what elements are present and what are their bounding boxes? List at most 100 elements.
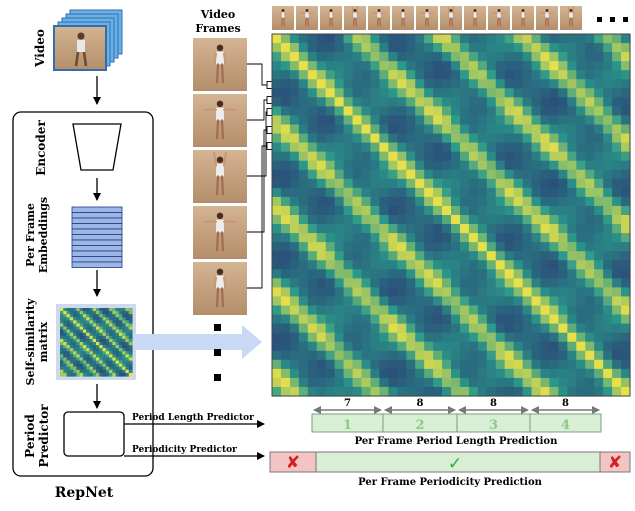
ssm-cell <box>495 133 506 144</box>
segment-length-label: 8 <box>417 398 424 409</box>
ssm-cell <box>272 278 282 288</box>
ssm-cell <box>477 359 488 370</box>
ssm-cell <box>69 363 74 368</box>
ssm-cell <box>468 61 479 71</box>
ssm-cell <box>334 242 345 252</box>
ssm-cell <box>621 88 631 98</box>
ssm-cell <box>612 314 622 325</box>
ssm-cell <box>66 369 71 374</box>
ssm-cell <box>307 178 318 189</box>
video-frame <box>193 38 247 91</box>
ssm-cell <box>459 323 470 334</box>
ssm-cell <box>603 34 613 44</box>
ssm-cell <box>125 308 130 312</box>
ssm-cell <box>433 377 443 388</box>
ssm-cell <box>89 360 94 365</box>
ssm-cell <box>343 160 354 171</box>
ssm-cell <box>66 320 71 325</box>
ssm-cell <box>513 106 524 117</box>
ssm-cell <box>289 187 300 198</box>
ssm-cell <box>504 305 515 316</box>
ssm-cell <box>102 345 107 349</box>
ssm-cell <box>540 70 551 80</box>
ssm-cell <box>334 314 345 325</box>
ssm-cell <box>433 187 443 198</box>
ssm-cell <box>594 169 604 180</box>
ssm-cell <box>307 341 318 352</box>
ssm-cell <box>612 115 622 126</box>
ssm-cell <box>397 359 407 370</box>
ssm-cell <box>334 160 345 171</box>
ssm-cell <box>531 341 542 352</box>
ssm-cell <box>109 314 113 318</box>
ssm-cell <box>549 332 559 343</box>
ssm-cell <box>63 329 68 334</box>
ssm-cell <box>105 363 110 368</box>
ssm-cell <box>522 169 533 180</box>
ssm-cell <box>76 342 81 346</box>
ssm-cell <box>63 357 68 362</box>
ssm-cell <box>109 317 113 321</box>
ssm-cell <box>361 97 372 107</box>
ssm-cell <box>477 287 488 298</box>
segment-length-label: 8 <box>562 398 569 409</box>
ssm-cell <box>272 70 282 80</box>
ssm-cell <box>96 366 100 371</box>
ssm-cell <box>352 305 363 316</box>
ssm-cell <box>486 43 497 53</box>
torso-icon <box>473 12 477 18</box>
ssm-cell <box>397 178 407 189</box>
ssm-cell <box>549 97 559 107</box>
ssm-cell <box>89 317 94 321</box>
ssm-cell <box>603 323 613 334</box>
ssm-cell <box>128 317 133 321</box>
ssm-cell <box>522 52 533 62</box>
embedding-row <box>71 212 123 219</box>
ssm-cell <box>79 372 84 377</box>
ssm-cell <box>513 305 524 316</box>
ssm-cell <box>66 308 71 312</box>
ssm-cell <box>66 311 71 315</box>
ssm-cell <box>486 196 497 207</box>
ssm-cell <box>594 224 604 234</box>
ssm-cell <box>361 287 372 298</box>
ssm-cell <box>316 169 327 180</box>
ssm-cell <box>442 386 452 397</box>
ssm-cell <box>118 317 123 321</box>
ssm-cell <box>451 187 461 198</box>
ssm-cell <box>558 133 568 144</box>
ssm-cell <box>468 34 479 44</box>
ssm-cell <box>406 178 416 189</box>
ssm-cell <box>370 106 380 117</box>
ssm-cell <box>361 205 372 216</box>
ssm-cell <box>272 341 282 352</box>
ssm-cell <box>128 314 133 318</box>
ssm-cell <box>540 269 551 279</box>
ssm-cell <box>486 224 497 234</box>
ssm-cell <box>63 320 68 325</box>
ssm-cell <box>388 205 398 216</box>
ssm-cell <box>459 151 470 162</box>
ssm-cell <box>79 369 84 374</box>
ssm-cell <box>388 187 398 198</box>
ssm-cell <box>79 317 84 321</box>
ssm-cell <box>109 326 113 331</box>
ssm-cell <box>406 368 416 379</box>
ssm-cell <box>504 260 515 270</box>
ssm-cell <box>522 215 533 225</box>
ssm-cell <box>540 106 551 117</box>
ssm-cell <box>522 233 533 243</box>
ssm-cell <box>370 178 380 189</box>
ssm-cell <box>558 70 568 80</box>
ssm-cell <box>495 260 506 270</box>
ssm-cell <box>540 133 551 144</box>
ssm-cell <box>486 287 497 298</box>
ssm-cell <box>122 360 127 365</box>
ssm-cell <box>370 224 380 234</box>
ssm-cell <box>486 269 497 279</box>
ssm-cell <box>361 233 372 243</box>
ssm-cell <box>69 317 74 321</box>
ssm-cell <box>325 52 336 62</box>
ssm-cell <box>379 88 389 98</box>
ssm-cell <box>540 260 551 270</box>
